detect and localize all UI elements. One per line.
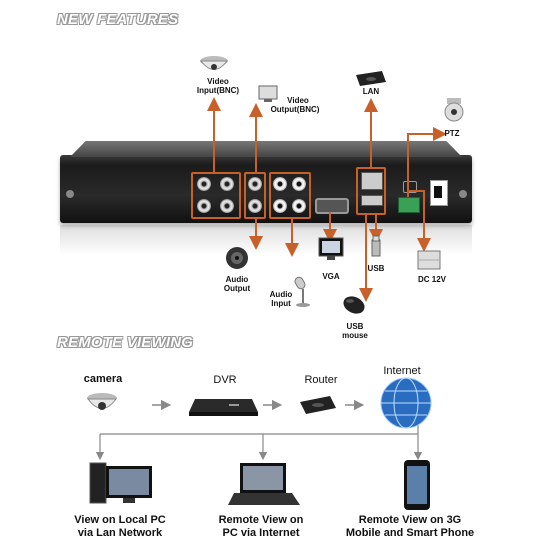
remote-viewing-heading: REMOTE VIEWING — [57, 334, 194, 351]
ptz-camera-icon — [444, 98, 464, 122]
bnc-input-3 — [197, 199, 211, 213]
flow-router-label: Router — [304, 374, 338, 386]
video-input-label-2: Input(BNC) — [196, 86, 240, 95]
rca-3 — [273, 199, 287, 213]
dvr-reflection — [60, 225, 472, 255]
view-pc-caption-1: Remote View on — [218, 514, 304, 526]
audio-input-label-1: Audio — [269, 290, 293, 299]
vga-port — [315, 198, 349, 214]
arrow-ptz — [407, 127, 447, 197]
bnc-input-2 — [220, 177, 234, 191]
audio-input-label-2: Input — [271, 299, 291, 308]
new-features-heading: NEW FEATURES — [57, 11, 179, 28]
video-input-label-1: Video — [207, 77, 229, 86]
lan-usb-highlight — [356, 167, 386, 215]
camera-icon-remote — [87, 393, 117, 410]
vga-label: VGA — [322, 272, 340, 281]
audio-output-label-1: Audio — [225, 275, 249, 284]
router-icon-lan — [356, 71, 386, 86]
dc-label: DC 12V — [417, 275, 446, 284]
audio-output-label-2: Output — [223, 284, 251, 293]
video-output-highlight — [244, 172, 266, 219]
mouse-icon — [343, 296, 365, 314]
rca-1 — [273, 177, 287, 191]
mount-screw-left — [66, 190, 74, 198]
flow-dvr-label: DVR — [213, 374, 237, 386]
view-local-caption-1: View on Local PC — [74, 514, 166, 526]
video-input-highlight — [191, 172, 241, 219]
desktop-pc-icon — [89, 462, 152, 504]
video-output-label-1: Video — [287, 96, 309, 105]
router-icon-remote — [300, 396, 336, 414]
rca-4 — [292, 199, 306, 213]
ptz-label: PTZ — [444, 129, 460, 138]
power-switch-rocker — [434, 186, 442, 198]
mount-screw-right — [459, 190, 467, 198]
speaker-icon — [226, 247, 248, 269]
bnc-input-4 — [220, 199, 234, 213]
lan-port — [361, 172, 383, 190]
laptop-icon — [228, 463, 300, 505]
arrow-dc — [409, 190, 431, 252]
internet-globe-icon — [380, 377, 432, 429]
smartphone-icon — [404, 460, 430, 510]
usb-mouse-label-2: mouse — [342, 331, 368, 340]
flow-camera-label: camera — [83, 373, 123, 385]
dome-camera-icon — [199, 56, 229, 70]
vga-monitor-icon — [318, 237, 344, 260]
view-mobile-caption-2: Mobile and Smart Phone — [345, 527, 475, 539]
dvr-icon-remote — [189, 399, 258, 416]
usb-stick-icon — [371, 235, 381, 257]
bnc-input-1 — [197, 177, 211, 191]
monitor-icon — [258, 85, 278, 102]
audio-highlight — [269, 172, 311, 219]
rca-2 — [292, 177, 306, 191]
usb-mouse-label-1: USB — [346, 322, 364, 331]
ptz-terminal — [398, 197, 420, 213]
lan-label: LAN — [362, 87, 380, 96]
dvr-top-edge — [70, 141, 462, 157]
view-mobile-caption-1: Remote View on 3G — [358, 514, 462, 526]
flow-internet-label: Internet — [383, 365, 421, 377]
view-pc-caption-2: PC via Internet — [222, 527, 300, 539]
bnc-output-1 — [248, 177, 262, 191]
power-adapter-icon — [417, 250, 441, 270]
view-local-caption-2: via Lan Network — [77, 527, 163, 539]
usb-port — [361, 195, 383, 206]
bnc-output-2 — [248, 199, 262, 213]
microphone-icon — [294, 276, 310, 307]
video-output-label-2: Output(BNC) — [270, 105, 320, 114]
usb-label: USB — [367, 264, 385, 273]
